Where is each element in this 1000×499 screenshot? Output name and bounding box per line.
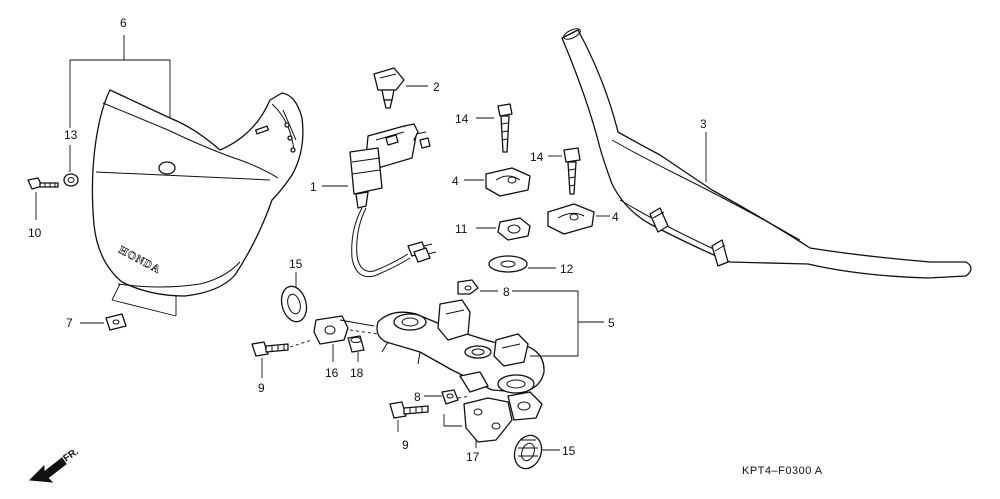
- bolt-9-left: 9: [251, 339, 313, 395]
- callout-label: 15: [289, 257, 303, 271]
- ignition-switch: 1: [310, 123, 437, 278]
- handlebar: 3: [561, 28, 972, 279]
- handlebar-bolt-lower: 14: [530, 147, 581, 195]
- washer-12: 12: [488, 255, 574, 276]
- callout-label: 2: [433, 80, 440, 94]
- callout-label: 17: [466, 450, 480, 464]
- callout-label: 11: [455, 222, 468, 236]
- grommet-15-left: 15: [280, 257, 308, 323]
- callout-label: 13: [64, 128, 78, 142]
- callout-label: 4: [612, 210, 619, 224]
- diagram-code: KPT4–F0300 A: [742, 465, 823, 477]
- callout-label: 8: [414, 390, 421, 404]
- collar-11: 11: [455, 217, 531, 241]
- handlebar-holder-upper: 4: [452, 167, 531, 197]
- callout-6: 6: [69, 16, 171, 128]
- headlight-cover: HONDA: [91, 89, 304, 297]
- callout-label: 16: [325, 366, 339, 380]
- callout-label: 7: [66, 316, 73, 330]
- callout-label: 3: [700, 117, 707, 131]
- collar-18-left: 18: [347, 335, 365, 380]
- callout-5: 5: [530, 291, 615, 357]
- bracket-16: 16: [313, 315, 379, 380]
- callout-label: 9: [258, 381, 265, 395]
- grommet-15-right: 15: [513, 434, 576, 470]
- bolt-9-right: 9: [389, 401, 429, 452]
- bracket-17: 17: [443, 391, 543, 464]
- callout-7: 7: [66, 283, 177, 331]
- top-bridge: [376, 299, 545, 394]
- callout-label: 15: [562, 444, 576, 458]
- callout-label: 18: [350, 366, 364, 380]
- nut-8-lower: 8: [414, 389, 471, 405]
- callout-label: 14: [530, 150, 544, 164]
- ignition-key: 2: [373, 67, 440, 109]
- callout-label: 5: [608, 316, 615, 330]
- handlebar-bolt-upper: 14: [455, 103, 513, 153]
- front-direction-arrow: FR.: [28, 446, 81, 483]
- callout-label: 10: [28, 226, 42, 240]
- callout-label: 8: [503, 285, 510, 299]
- nut-8-upper: 8: [457, 279, 578, 299]
- callout-label: 14: [455, 112, 469, 126]
- callout-label: 9: [402, 438, 409, 452]
- callout-label: 4: [452, 174, 459, 188]
- handlebar-holder-lower: 4: [547, 203, 619, 235]
- callout-13: 13: [63, 128, 79, 187]
- callout-10: 10: [27, 177, 59, 240]
- callout-label: 1: [310, 180, 317, 194]
- callout-label: 6: [120, 16, 127, 30]
- callout-label: 12: [560, 262, 574, 276]
